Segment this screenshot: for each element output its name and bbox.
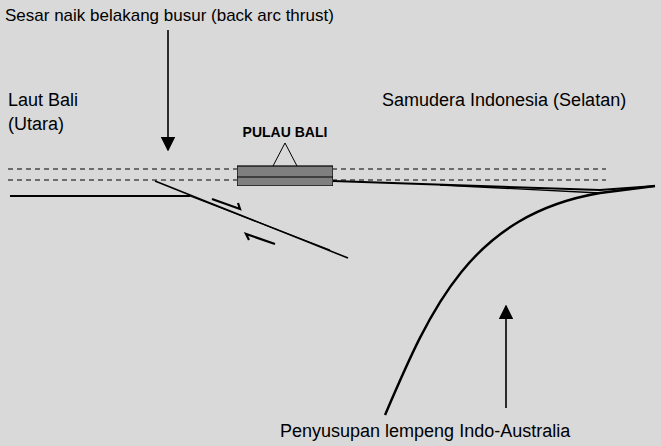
island-line: [237, 177, 333, 178]
slip-arrow: [246, 234, 275, 244]
region-label: Laut Bali (Utara): [8, 88, 108, 136]
region-label: Samudera Indonesia (Selatan): [382, 88, 644, 112]
thrust-fault: [155, 181, 348, 258]
island-name: PULAU BALI: [237, 124, 333, 140]
pointer-arrow: [167, 30, 169, 150]
region-label: Penyusupan lempeng Indo-Australia: [280, 419, 570, 443]
thrust-fault: [190, 196, 330, 250]
region-label: Sesar naik belakang busur (back arc thru…: [5, 4, 334, 28]
wedge: [440, 185, 600, 193]
island-rect: [237, 166, 333, 186]
sea-floor: [333, 181, 655, 190]
subducting-plate: [385, 186, 655, 415]
island-box: PULAU BALI: [237, 124, 333, 186]
sea-floor: [10, 195, 190, 197]
slip-arrow: [212, 199, 240, 209]
leader-line: [273, 143, 297, 166]
pointer-arrow: [505, 306, 507, 408]
